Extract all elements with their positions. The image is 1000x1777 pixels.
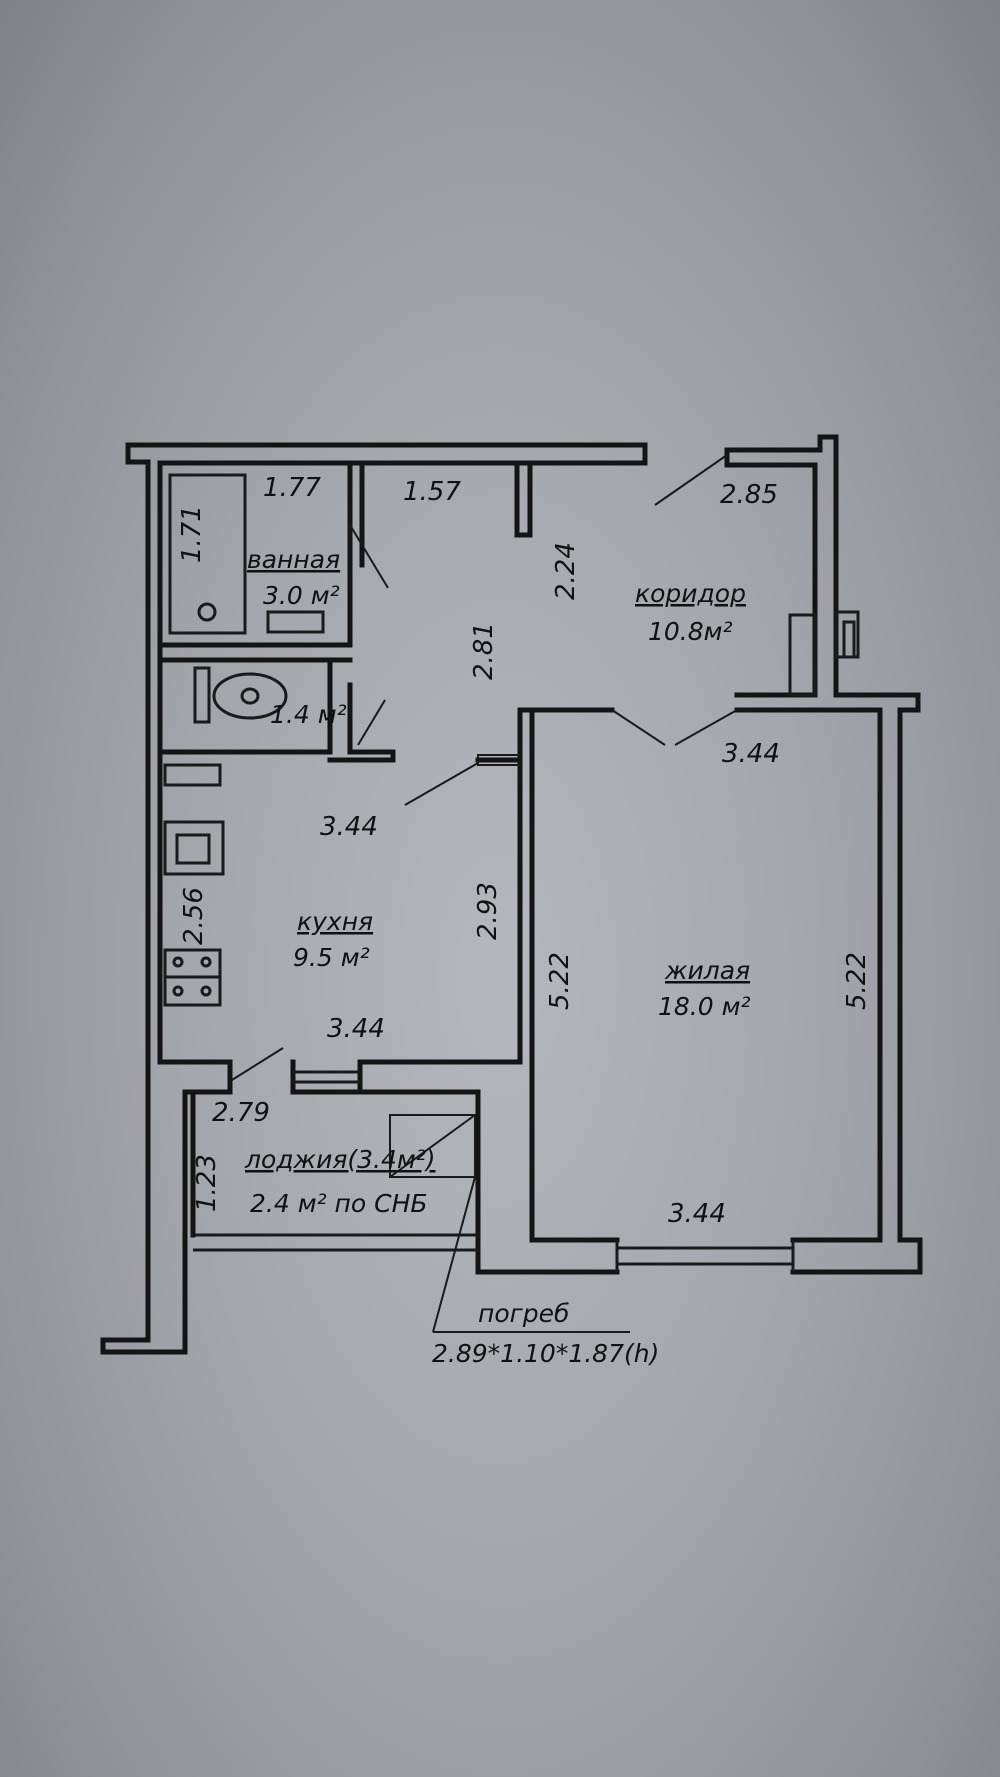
dim-kitchen-bottom: 3.44 (327, 1014, 385, 1044)
loggia-name: лоджия(3.4м²) (244, 1145, 436, 1174)
living-name: жилая (664, 956, 750, 985)
bath-name: ванная (247, 545, 340, 574)
toilet-cistern (193, 666, 211, 724)
dim-living-bottom: 3.44 (668, 1199, 726, 1229)
loggia-area: 2.4 м² по СНБ (250, 1189, 428, 1218)
corridor-area: 10.8м² (648, 617, 733, 646)
dim-corridor-top: 1.57 (403, 477, 461, 507)
dim-corridor-side: 2.24 (551, 542, 581, 600)
dim-kitchen-left: 2.56 (179, 887, 209, 945)
kitchen-area: 9.5 м² (293, 943, 370, 972)
dim-living-right: 5.22 (842, 952, 872, 1010)
wc-area: 1.4 м² (270, 700, 347, 729)
dim-living-top: 3.44 (722, 739, 780, 769)
dim-bath-width: 1.77 (263, 473, 321, 503)
room-labels: ванная 3.0 м² 1.4 м² коридор 10.8м² кухн… (244, 545, 751, 1368)
toilet-bowl (212, 672, 288, 720)
interior-walls (157, 460, 883, 1343)
fixtures (163, 473, 630, 1333)
washbasin (266, 610, 325, 634)
dim-loggia-depth: 1.23 (192, 1154, 222, 1212)
cellar-name: погреб (478, 1299, 569, 1328)
dim-kitchen-top: 3.44 (320, 812, 378, 842)
cellar-size: 2.89*1.10*1.87(h) (432, 1339, 659, 1368)
dim-corridor-length: 2.81 (469, 622, 499, 680)
dim-kitchen-side: 2.93 (473, 882, 503, 940)
bathtub (168, 473, 247, 635)
dim-bath-height: 1.71 (177, 505, 207, 563)
bath-area: 3.0 м² (263, 581, 340, 610)
door-swings (231, 454, 738, 1081)
kitchen-sink (163, 820, 225, 876)
dim-loggia-width: 2.79 (212, 1098, 270, 1128)
dim-living-left: 5.22 (545, 952, 575, 1010)
corridor-name: коридор (635, 579, 746, 608)
living-area: 18.0 м² (658, 992, 751, 1021)
dim-corridor-entry: 2.85 (720, 480, 778, 510)
outer-walls (100, 434, 923, 1355)
kitchen-counter (163, 763, 222, 787)
dimension-labels: 1.77 1.71 1.57 2.24 2.85 2.81 3.44 3.44 … (177, 473, 872, 1229)
kitchen-name: кухня (297, 907, 373, 936)
